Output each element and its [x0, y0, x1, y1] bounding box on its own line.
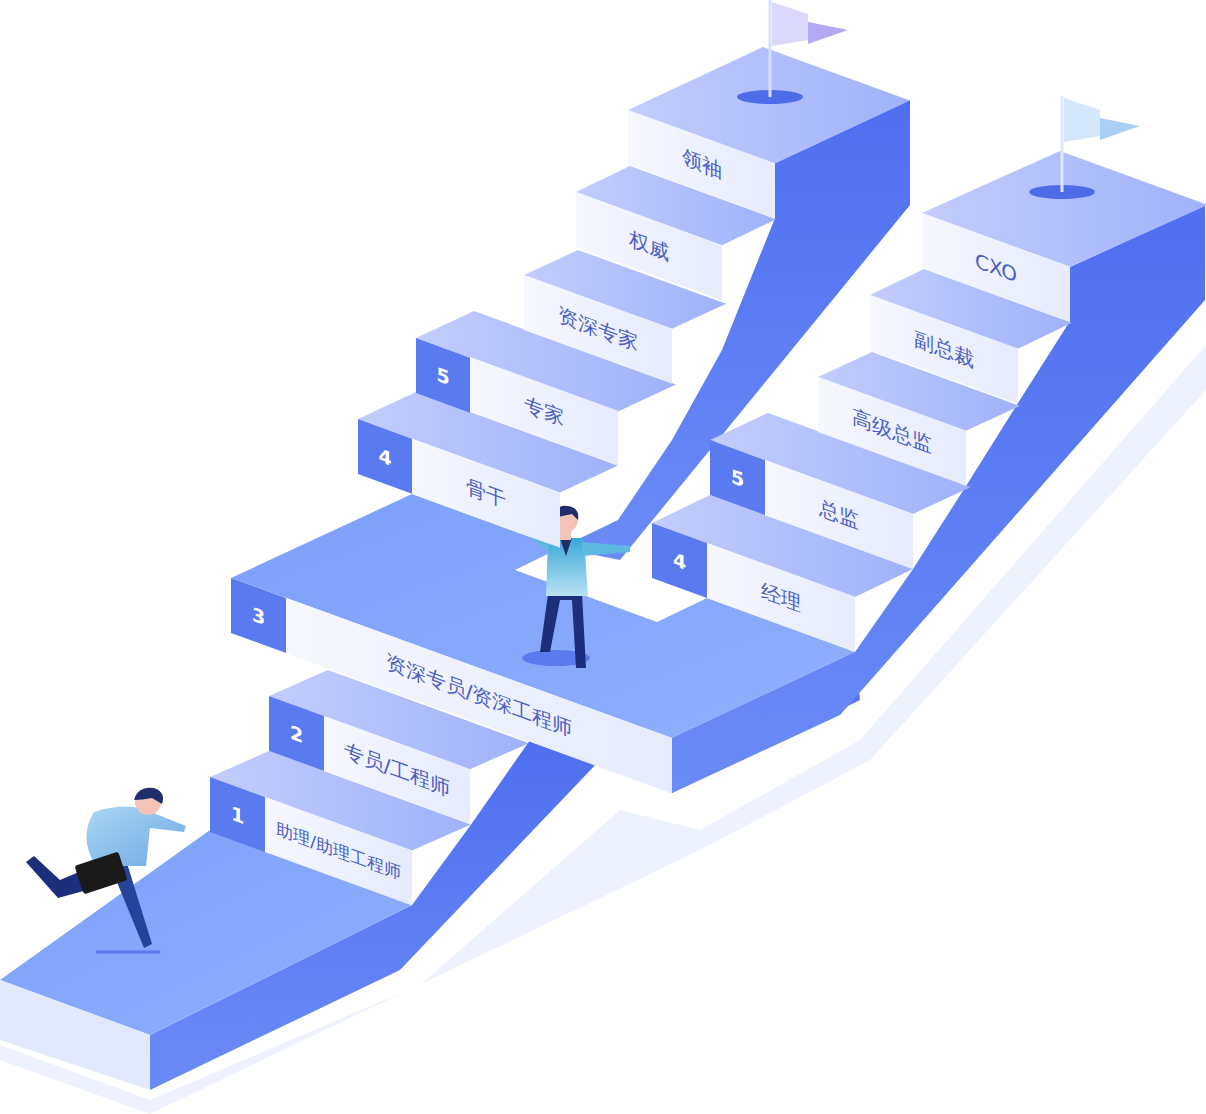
step-face: 骨干: [412, 439, 560, 548]
step-face: 资深专家: [524, 275, 672, 384]
step-number: 3: [231, 578, 286, 653]
step-label: 高级总监: [852, 403, 932, 459]
step-label: 副总裁: [914, 325, 974, 374]
step-label: 专员/工程师: [344, 737, 451, 803]
step-label: 资深专员/资深工程师: [386, 648, 573, 743]
flag: [737, 0, 1140, 199]
step-label: CXO: [975, 248, 1017, 287]
step-label: 总监: [819, 494, 859, 536]
step-number-text: 3: [252, 602, 265, 629]
step-face: 助理/助理工程师: [265, 797, 412, 906]
step-number: 5: [416, 338, 470, 413]
step-face: 总监: [765, 460, 913, 569]
step-label: 资深专家: [558, 301, 638, 357]
step-number: 5: [710, 440, 765, 515]
step-face: 专员/工程师: [324, 716, 470, 824]
step-label: 骨干: [466, 473, 506, 515]
step-number-text: 4: [378, 443, 391, 470]
stair-block: [231, 578, 672, 793]
step-number: 2: [269, 696, 324, 771]
step-face: 专家: [470, 357, 618, 466]
step-number: 1: [210, 777, 265, 852]
step-number-text: 5: [731, 464, 744, 491]
step-face: CXO: [922, 213, 1070, 322]
step-number-text: 4: [673, 547, 686, 574]
step-face: 副总裁: [870, 295, 1018, 404]
step-face: 经理: [707, 543, 855, 652]
step-number-text: 2: [290, 720, 303, 747]
step-number: 4: [652, 523, 707, 598]
step-face: 权威: [576, 192, 722, 300]
stair-block: [672, 205, 1205, 793]
step-face: 领袖: [628, 110, 775, 219]
step-label: 经理: [761, 577, 801, 619]
step-number-text: 1: [231, 801, 244, 828]
running-person: [26, 788, 186, 952]
step-number: 4: [358, 419, 412, 494]
step-label: 助理/助理工程师: [276, 817, 401, 885]
stair-tread: [210, 47, 1206, 851]
step-label: 专家: [524, 391, 564, 433]
step-number-text: 5: [436, 362, 449, 389]
step-face: 高级总监: [818, 377, 966, 486]
step-label: 领袖: [682, 143, 722, 185]
step-label: 权威: [629, 225, 669, 267]
stair-block: [0, 980, 150, 1090]
